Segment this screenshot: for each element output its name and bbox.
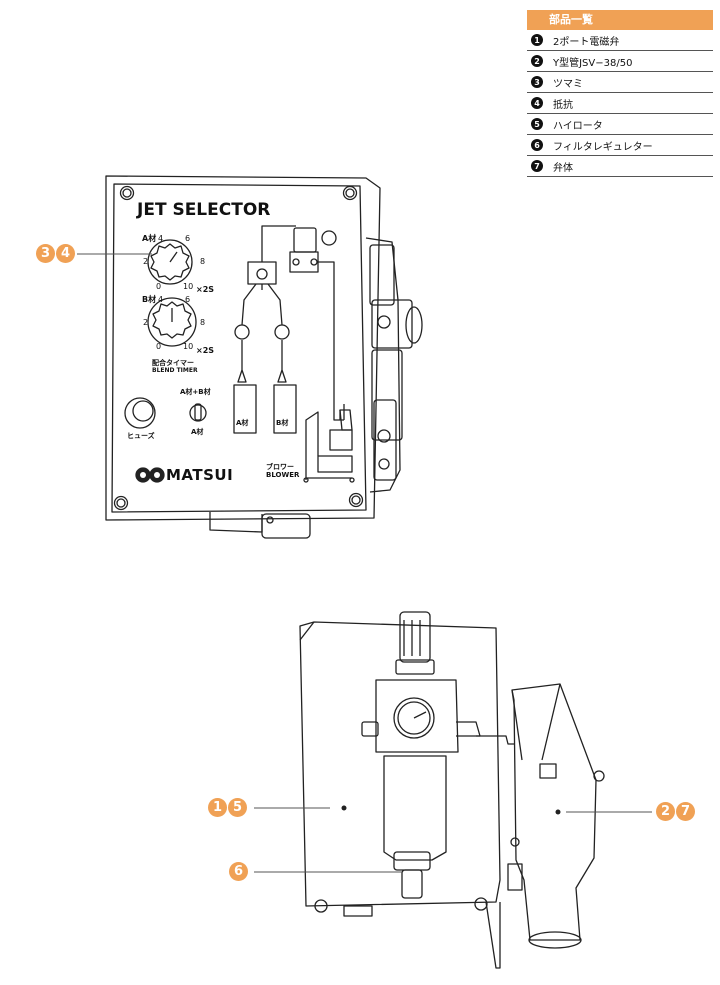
parts-table-title: 部品一覧	[527, 10, 713, 30]
part-label: 抵抗	[553, 99, 573, 111]
part-number: 7	[531, 160, 543, 172]
parts-row: 1 2ポート電磁弁	[527, 30, 713, 51]
scale-10: 10	[183, 282, 194, 291]
screw	[113, 495, 129, 511]
rear-panel	[299, 621, 501, 969]
timer-label-jp: 配合タイマー	[152, 359, 194, 367]
side-valve-assembly	[365, 237, 423, 493]
scale-2: 2	[143, 257, 149, 266]
leader-dot	[555, 809, 561, 815]
part-number: 3	[531, 76, 543, 88]
unit-label: ×2S	[196, 346, 215, 355]
front-panel-body	[105, 175, 381, 521]
pneumatic-diagram	[233, 225, 355, 483]
panel-title: JET SELECTOR	[137, 200, 271, 220]
screw	[348, 492, 364, 508]
leader-dot	[341, 805, 347, 811]
callout-number: 1	[208, 798, 227, 817]
scale-4: 4	[158, 295, 164, 304]
callout-number: 5	[228, 798, 247, 817]
scale-8: 8	[200, 318, 206, 327]
callout-number: 7	[676, 802, 695, 821]
callout-3-4: 3 4	[36, 244, 75, 263]
part-label: ハイロータ	[553, 120, 603, 132]
part-label: Y型管JSV−38/50	[553, 57, 633, 69]
y-pipe-blower	[476, 683, 605, 949]
screw	[342, 185, 358, 201]
fuse-knob	[124, 397, 156, 429]
part-label: 2ポート電磁弁	[553, 36, 620, 48]
scale-0: 0	[156, 342, 162, 351]
dial-a	[147, 239, 193, 285]
part-number: 1	[531, 34, 543, 46]
dial-b-label: B材	[142, 295, 157, 304]
filter-regulator	[361, 611, 481, 899]
part-number: 2	[531, 55, 543, 67]
scale-8: 8	[200, 257, 206, 266]
callout-number: 2	[656, 802, 675, 821]
part-number: 4	[531, 97, 543, 109]
callout-number: 6	[229, 862, 248, 881]
switch-top-label: A材+B材	[180, 388, 211, 396]
callout-number: 4	[56, 244, 75, 263]
scale-2: 2	[143, 318, 149, 327]
toggle-switch	[189, 403, 207, 422]
parts-row: 3 ツマミ	[527, 72, 713, 93]
dial-b	[147, 297, 197, 347]
logo-symbol	[135, 467, 165, 483]
unit-label: ×2S	[196, 285, 215, 294]
scale-4: 4	[158, 234, 164, 243]
part-label: 弁体	[553, 162, 573, 174]
scale-6: 6	[185, 234, 191, 243]
port-b-label: B材	[276, 419, 289, 427]
switch-bottom-label: A材	[191, 428, 204, 436]
brand-logo-text: MATSUI	[166, 466, 234, 484]
callout-number: 3	[36, 244, 55, 263]
parts-row: 4 抵抗	[527, 93, 713, 114]
blower-label-en: BLOWER	[266, 471, 300, 479]
blower-label-jp: ブロワー	[266, 463, 294, 471]
part-label: フィルタレギュレター	[553, 141, 653, 153]
scale-6: 6	[185, 295, 191, 304]
port-a-label: A材	[236, 419, 249, 427]
parts-row: 5 ハイロータ	[527, 114, 713, 135]
scale-10: 10	[183, 342, 194, 351]
fuse-label: ヒューズ	[127, 432, 155, 440]
part-number: 6	[531, 139, 543, 151]
callout-1-5: 1 5	[208, 798, 247, 817]
parts-row: 6 フィルタレギュレター	[527, 135, 713, 156]
parts-table: 部品一覧 1 2ポート電磁弁 2 Y型管JSV−38/50 3 ツマミ 4 抵抗 5 ハイ…	[527, 10, 713, 177]
parts-row: 2 Y型管JSV−38/50	[527, 51, 713, 72]
callout-6: 6	[229, 862, 248, 881]
bottom-bracket	[209, 512, 263, 533]
parts-row: 7 弁体	[527, 156, 713, 177]
dial-a-label: A材	[142, 234, 157, 243]
timer-label-en: BLEND TIMER	[152, 367, 198, 374]
callout-2-7: 2 7	[656, 802, 695, 821]
part-label: ツマミ	[553, 78, 583, 90]
screw	[119, 185, 135, 201]
scale-0: 0	[156, 282, 162, 291]
part-number: 5	[531, 118, 543, 130]
